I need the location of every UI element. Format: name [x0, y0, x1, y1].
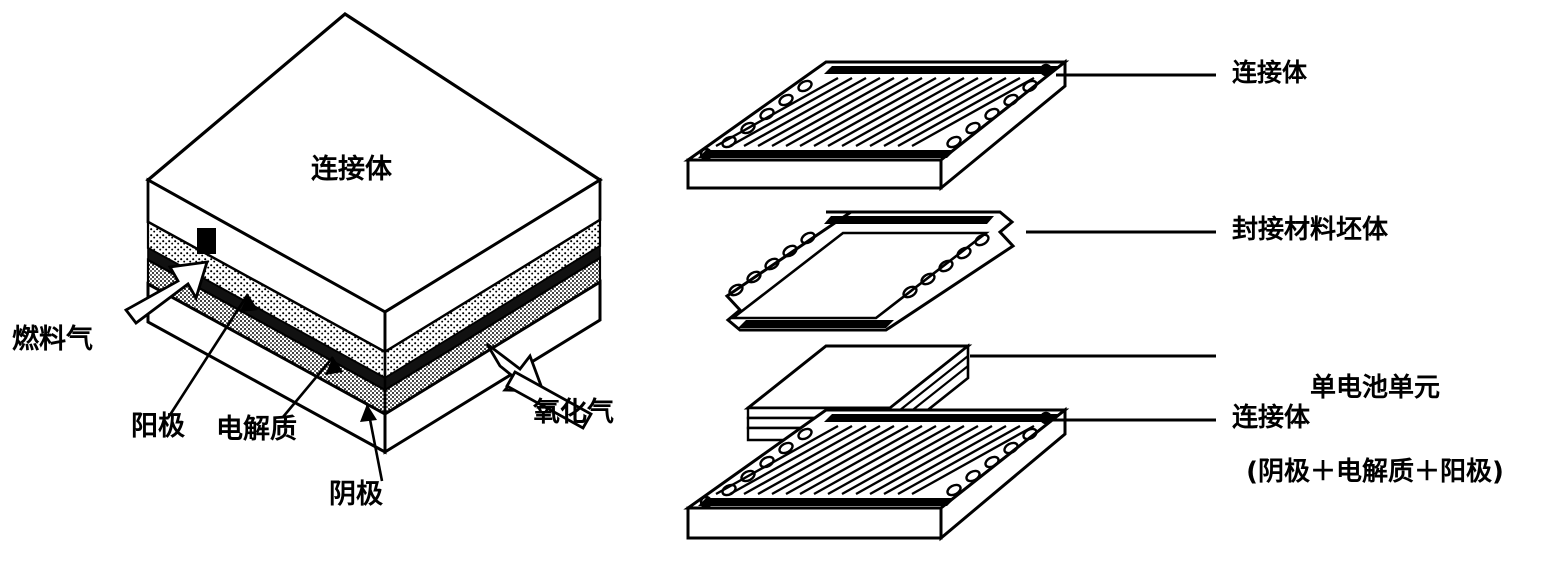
fuel-channel-port: [197, 228, 216, 254]
rail-bottom: [698, 150, 955, 158]
rail-top: [824, 66, 1058, 74]
anode-arrowhead: [240, 294, 258, 312]
bottom-rail-bottom: [698, 498, 955, 506]
right-rail-holes: [946, 79, 1038, 149]
anode-leader: [166, 293, 250, 419]
connector-bottom-plate-front-slab: [686, 506, 943, 540]
corner-hole-left: [699, 147, 713, 161]
exploded-connector-top: [683, 58, 1070, 192]
label-electrolyte: 电解质: [216, 414, 297, 445]
exploded-connector-bottom: [683, 406, 1070, 542]
connector-bottom-plate-right-slab: [939, 406, 1067, 542]
connector-top-plate-right-slab: [939, 58, 1067, 192]
exploded-seal-frame: [724, 210, 1016, 332]
channel-ribs: [715, 76, 1035, 148]
connector-top-plate-front-slab: [686, 158, 943, 190]
bottom-left-rail-holes: [721, 427, 813, 497]
label-fuel-gas: 燃料气: [12, 324, 93, 355]
bottom-corner-hole-right: [1039, 411, 1053, 425]
label-exploded-cell-unit: 单电池单元: [1309, 373, 1440, 404]
bottom-corner-hole-left: [699, 495, 713, 509]
electrolyte-arrowhead: [325, 357, 343, 375]
label-exploded-connector-top: 连接体: [1232, 58, 1308, 87]
corner-hole-right: [1039, 63, 1053, 77]
label-anode: 阳极: [131, 411, 185, 442]
bottom-rail-top: [824, 414, 1058, 422]
bottom-right-rail-holes: [946, 427, 1038, 497]
cathode-arrowhead: [360, 404, 377, 422]
fuel-gas-arrow: [123, 260, 209, 325]
seal-rail-top: [824, 216, 994, 224]
label-exploded-connector-bottom: 连接体: [1232, 403, 1311, 433]
label-exploded-seal: 封接材料坯体: [1232, 215, 1389, 245]
label-oxidant-gas: 氧化气: [533, 397, 614, 428]
oxidant-gas-arrow: [485, 342, 593, 430]
seal-frame-inner-opening: [729, 231, 990, 320]
label-connector-top-face: 连接体: [311, 154, 392, 185]
label-cathode: 阴极: [329, 479, 383, 510]
seal-left-holes: [728, 231, 816, 297]
left-rail-holes: [721, 79, 813, 149]
bottom-channel-ribs: [715, 424, 1035, 496]
seal-rail-bottom: [738, 320, 894, 328]
assembled-stack: [123, 12, 603, 482]
leader-lines: [970, 73, 1216, 422]
electrolyte-leader: [282, 356, 334, 418]
label-exploded-cell-unit-composition: (阴极＋电解质＋阳极): [1246, 457, 1504, 488]
seal-right-holes: [902, 233, 990, 299]
